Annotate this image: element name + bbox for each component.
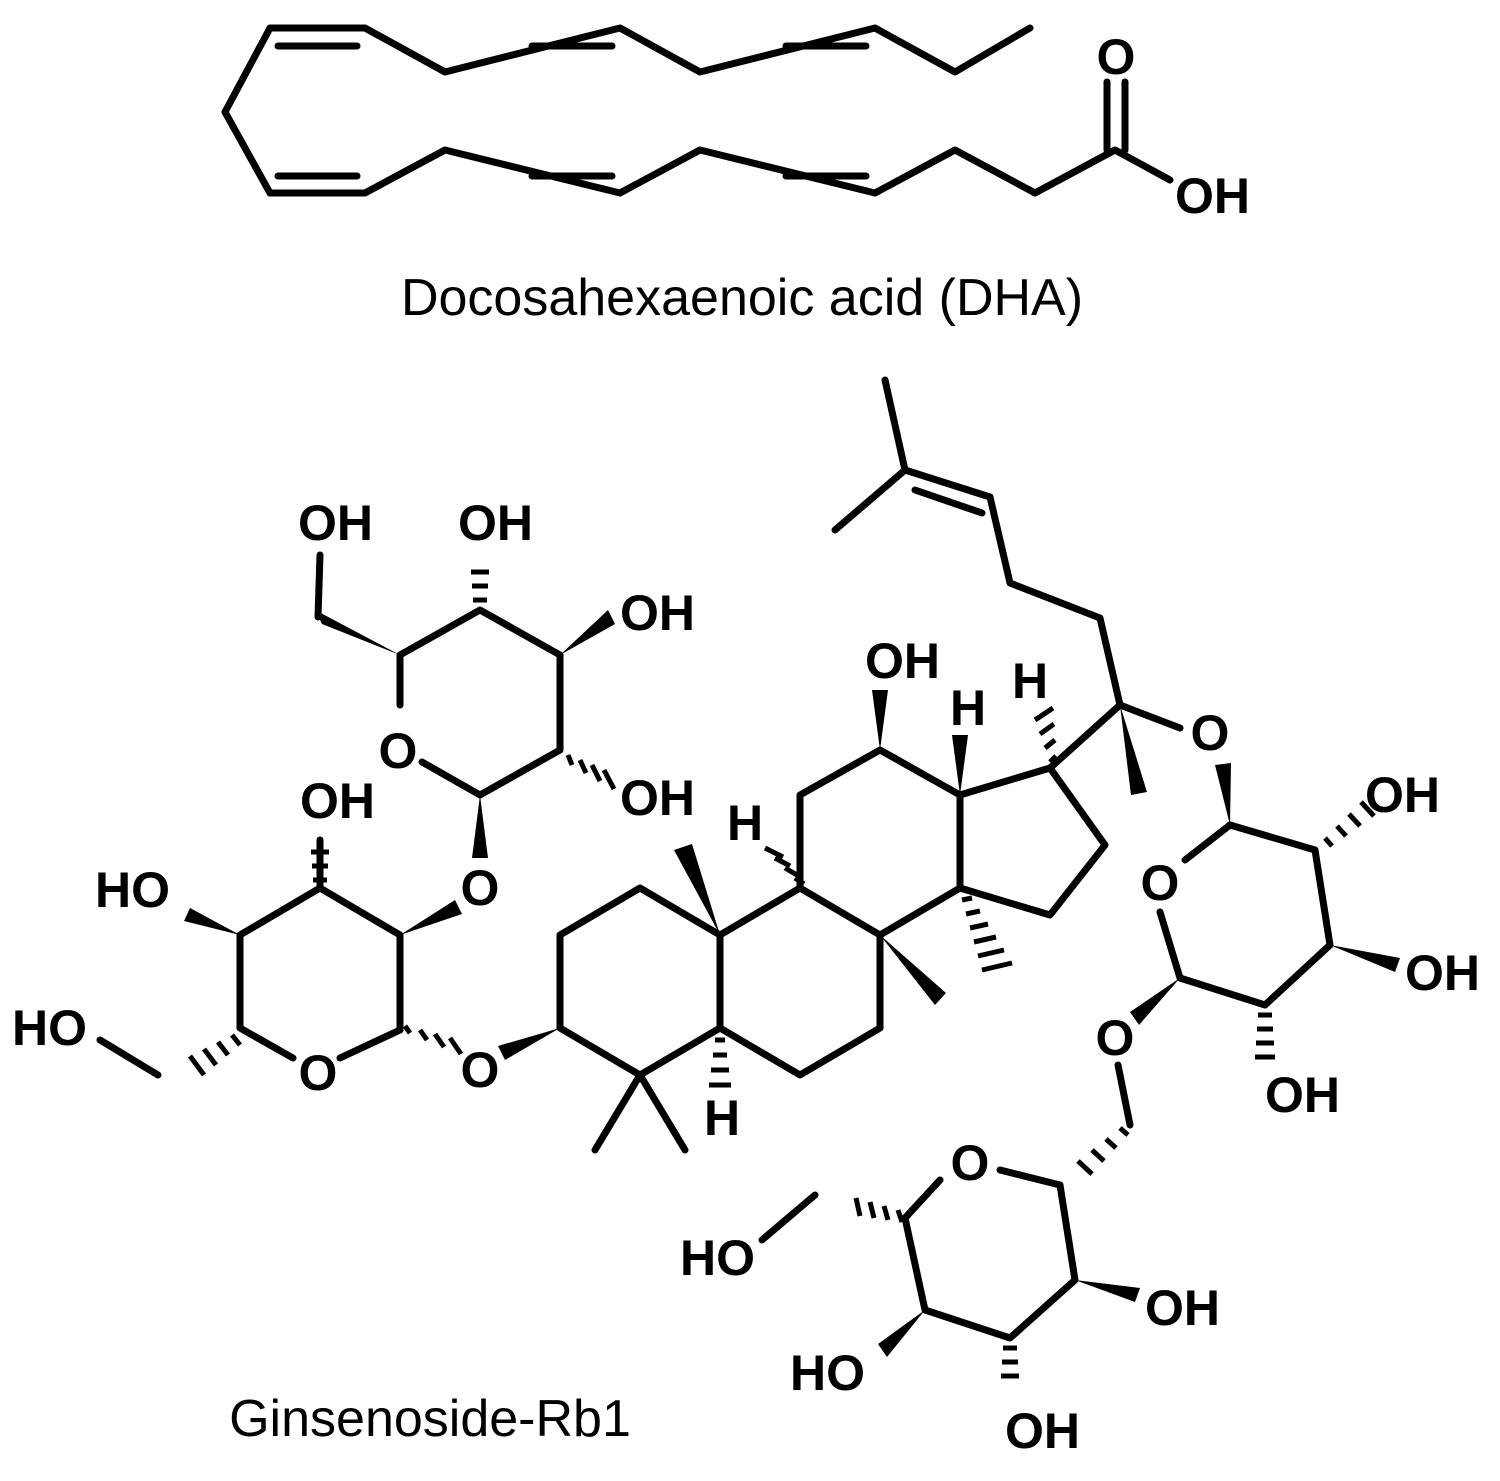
dha-hydroxyl-label: OH [1175, 168, 1250, 224]
glc1-c5-hash [187, 1033, 242, 1077]
glc4-anomeric-hash [1076, 1126, 1130, 1176]
glc2-c4-wedge [560, 610, 615, 655]
c5-h-label: H [704, 1090, 740, 1146]
ginsenoside-structure: H H H H OH O O O OH HO [12, 376, 1480, 1459]
c17-h-label: H [1012, 653, 1048, 709]
glc2-c2-hash [565, 754, 617, 791]
glc4-c4-oh-label: HO [790, 1345, 865, 1401]
c13-h-label: H [950, 680, 986, 736]
glc3-c4-hash [1255, 1012, 1275, 1060]
glc1-c2-o-label: O [461, 860, 500, 916]
glc4-c5-hash [853, 1197, 905, 1223]
glc4-ring-o-label: O [951, 1135, 990, 1191]
glc1-c3-oh-hash [311, 849, 329, 883]
glc2-c3-hash [471, 569, 489, 603]
c8-methyl-wedge [880, 935, 946, 1005]
glc1-c4-oh-label: HO [95, 862, 170, 918]
c12-oh-label: OH [865, 633, 940, 689]
glc2-anomeric-wedge [472, 795, 488, 858]
glc2-c2-oh-label: OH [620, 770, 695, 826]
glc3-c2-oh-label: OH [1365, 767, 1440, 823]
glc3-anomeric-wedge [1215, 763, 1231, 825]
c14-methyl-hash [961, 895, 1013, 973]
glc3-c2-hash [1323, 800, 1376, 848]
glc3-c3-oh-label: OH [1405, 945, 1480, 1001]
c5-h-hash [709, 1037, 731, 1088]
glc2-ring-o-label: O [379, 723, 418, 779]
c10-methyl-wedge [674, 844, 720, 935]
glc3-c3-wedge [1330, 945, 1400, 972]
c3-o-wedge [498, 1028, 560, 1060]
glc2-c3-oh-label: OH [458, 495, 533, 551]
c9-h-hash [763, 845, 806, 887]
dha-caption: Docosahexaenoic acid (DHA) [401, 269, 1083, 327]
glc1-anomeric-hash [402, 1024, 464, 1056]
c17-h-hash [1033, 705, 1058, 764]
glc4-c2-wedge [1075, 1280, 1140, 1302]
c20-o-label: O [1191, 705, 1230, 761]
glc1-c2-o-wedge [400, 900, 462, 935]
glc2-c4-oh-label: OH [620, 585, 695, 641]
glc3-c5-wedge [1130, 978, 1180, 1025]
glc4-c2-oh-label: OH [1145, 1280, 1220, 1336]
c3-o-label: O [461, 1042, 500, 1098]
glc2-c6-oh-label: OH [298, 495, 373, 551]
glc1-ring-o-label: O [299, 1045, 338, 1101]
glc4-c3-oh-label: OH [1005, 1403, 1080, 1459]
c13-h-wedge [952, 735, 968, 795]
c12-oh-wedge [872, 690, 888, 750]
glc3-c6-o-label: O [1096, 1010, 1135, 1066]
glc2-c6-wedge [315, 610, 400, 655]
glc4-c4-wedge [878, 1310, 925, 1357]
glc1-c3-oh-label: OH [300, 773, 375, 829]
glc3-ring-o-label: O [1141, 855, 1180, 911]
glc3-c4-oh-label: OH [1265, 1067, 1340, 1123]
glc1-c6-oh-label: HO [12, 1000, 87, 1056]
glc4-c6-oh-label: HO [680, 1230, 755, 1286]
c20-methyl-wedge [1120, 705, 1147, 795]
c9-h-label: H [727, 795, 763, 851]
ginsenoside-caption: Ginsenoside-Rb1 [229, 1390, 631, 1448]
glc4-c3-hash [1001, 1345, 1019, 1379]
dha-structure: O OH [221, 24, 1250, 224]
dha-carbonyl-oxygen-label: O [1097, 29, 1136, 85]
glc1-c4-oh-wedge [184, 908, 240, 935]
